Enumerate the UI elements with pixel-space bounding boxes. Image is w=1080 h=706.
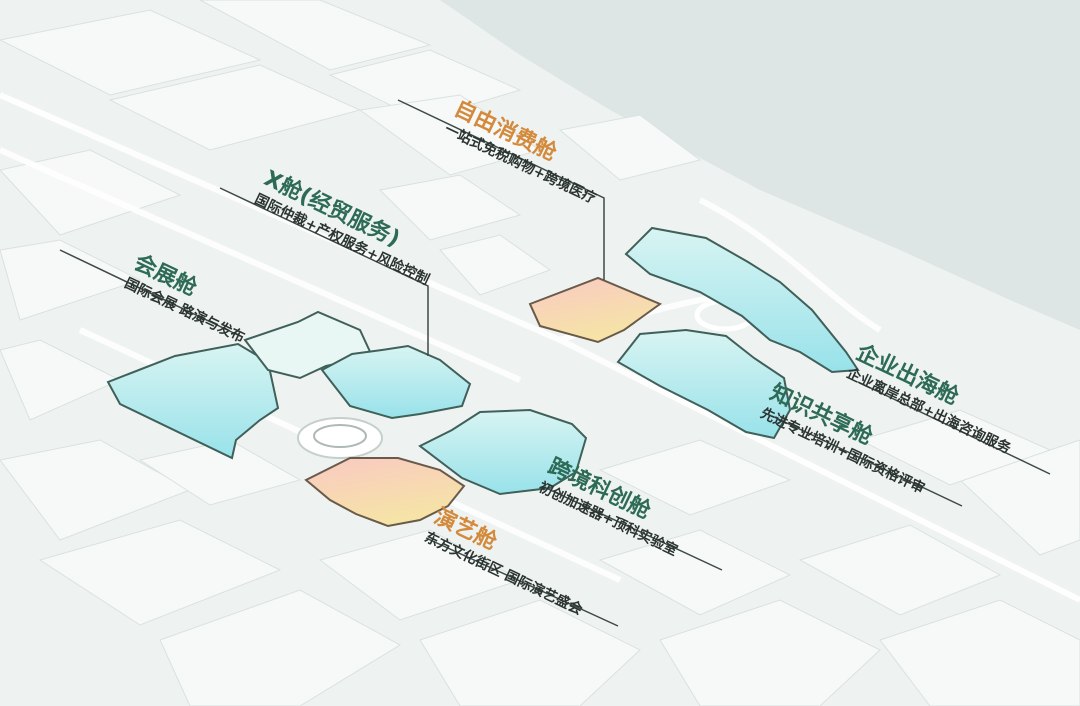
district-zhishi	[616, 328, 792, 440]
stadium	[297, 417, 383, 459]
district-x	[320, 344, 472, 420]
district-kuajing	[418, 408, 588, 496]
river	[440, 0, 1080, 330]
district-yanyi	[304, 457, 466, 528]
district-ziyou	[528, 276, 663, 344]
leader-lines	[59, 99, 1051, 627]
district-qiye	[624, 226, 860, 374]
